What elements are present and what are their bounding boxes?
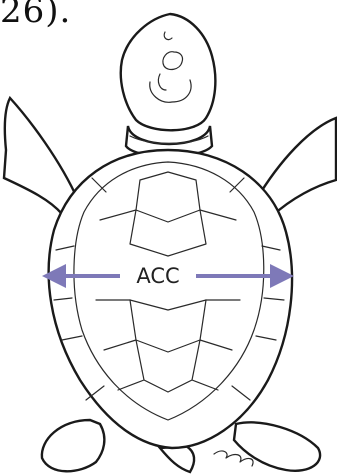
- right-rear-flipper: [234, 422, 320, 470]
- tail: [160, 446, 194, 472]
- acc-label: ACC: [136, 264, 179, 288]
- head: [121, 14, 216, 130]
- left-front-flipper: [4, 98, 78, 214]
- left-rear-flipper: [42, 420, 104, 471]
- carapace: [49, 150, 292, 448]
